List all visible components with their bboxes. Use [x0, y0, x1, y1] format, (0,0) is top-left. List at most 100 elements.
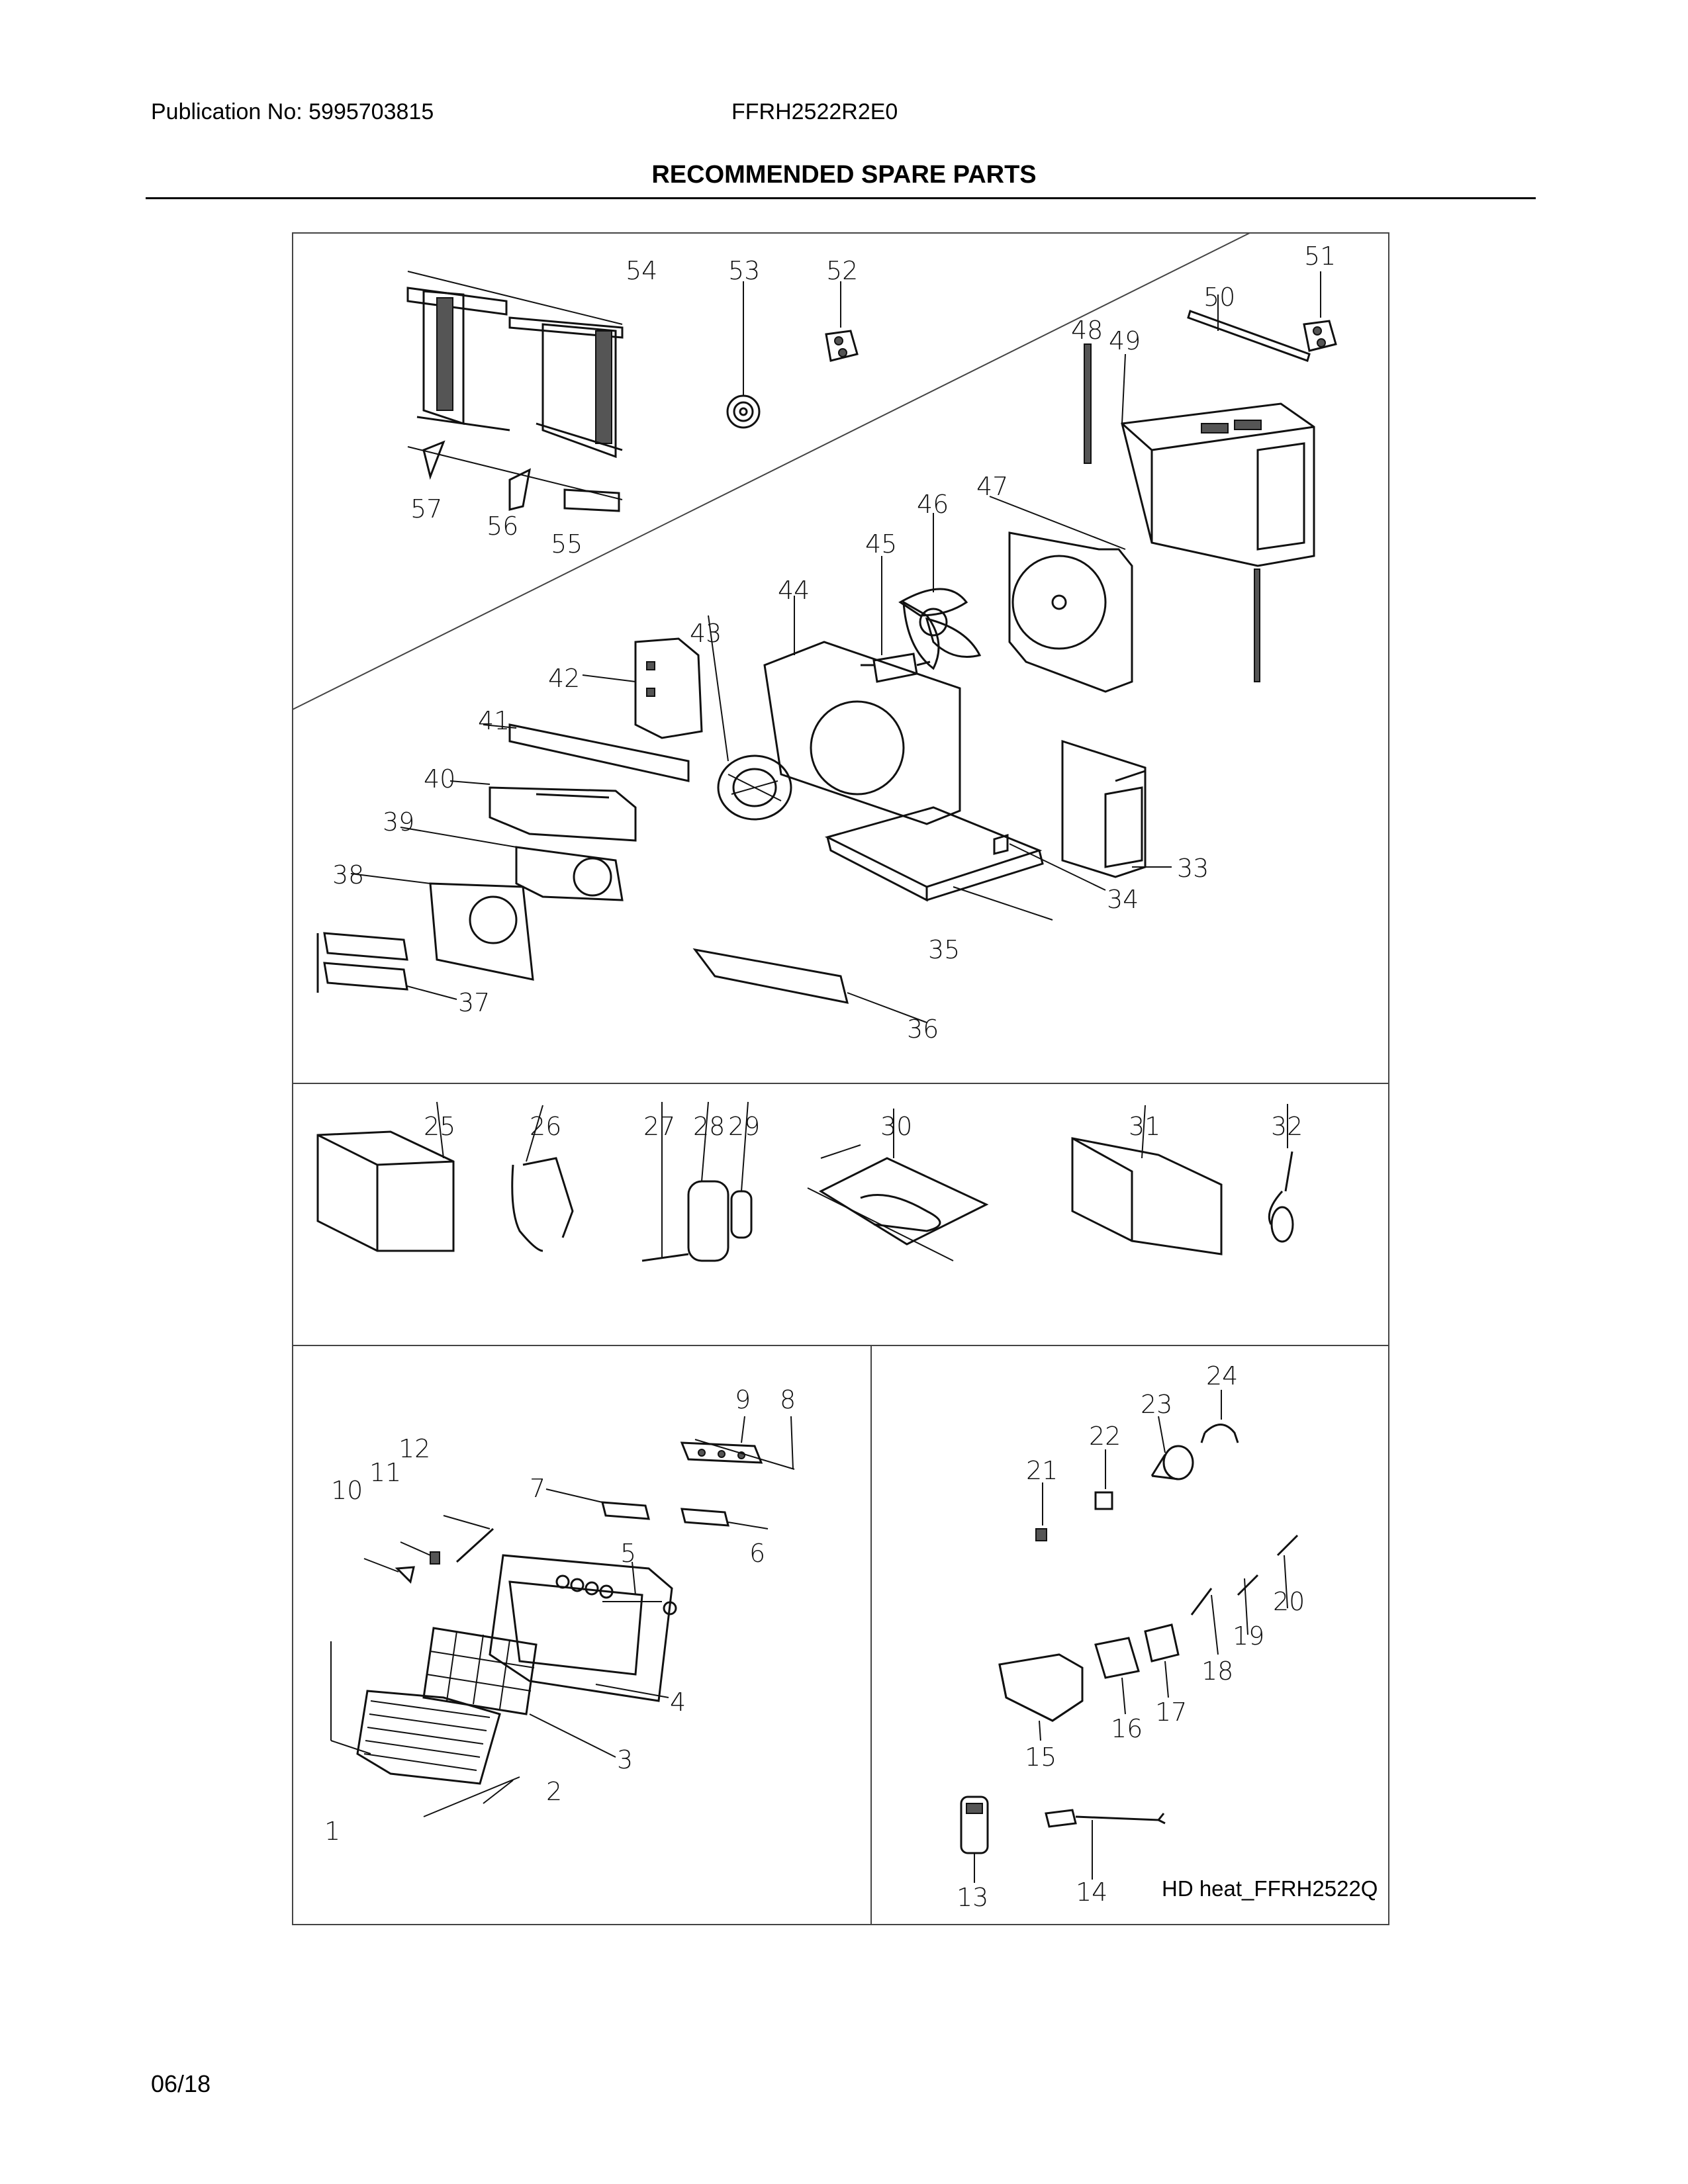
callout-13: 13	[957, 1883, 988, 1912]
callout-20: 20	[1273, 1587, 1305, 1616]
callout-4: 4	[670, 1688, 686, 1717]
switch-part	[363, 1558, 415, 1584]
callout-30: 30	[880, 1112, 912, 1141]
callout-22: 22	[1089, 1422, 1121, 1451]
air-duct	[449, 780, 637, 842]
callout-19: 19	[1233, 1621, 1264, 1651]
callout-51: 51	[1304, 242, 1336, 271]
callout-54: 54	[626, 256, 657, 285]
capacitor	[1150, 1416, 1194, 1480]
callout-47: 47	[976, 472, 1008, 501]
electrical-box	[998, 1653, 1084, 1741]
screw-part	[825, 281, 859, 362]
callout-16: 16	[1111, 1714, 1143, 1743]
callout-57: 57	[410, 494, 442, 523]
knob-shaft	[555, 1561, 677, 1615]
compressor	[642, 1102, 753, 1262]
callout-3: 3	[617, 1745, 633, 1774]
front-panel	[489, 1554, 673, 1702]
callout-5: 5	[620, 1539, 636, 1568]
clamp-part	[1200, 1390, 1239, 1443]
callout-29: 29	[728, 1112, 760, 1141]
callout-31: 31	[1129, 1112, 1160, 1141]
cover-plate	[1144, 1623, 1180, 1698]
drain-tray	[692, 948, 927, 1023]
callout-2: 2	[546, 1777, 562, 1806]
callout-33: 33	[1177, 854, 1209, 883]
callout-43: 43	[690, 619, 722, 648]
callout-1: 1	[324, 1817, 340, 1846]
blower-housing	[763, 596, 961, 825]
switch-part	[1035, 1482, 1047, 1541]
page-title: RECOMMENDED SPARE PARTS	[651, 161, 1037, 189]
callout-9: 9	[735, 1385, 751, 1414]
callout-56: 56	[487, 512, 518, 541]
callout-12: 12	[399, 1434, 430, 1463]
base-pan	[824, 806, 1053, 921]
wire-part	[443, 1515, 494, 1563]
control-board	[545, 1488, 650, 1520]
callout-37: 37	[458, 988, 490, 1017]
window-kit-panels	[406, 271, 624, 500]
callout-10: 10	[331, 1476, 363, 1505]
valve-part	[1268, 1104, 1294, 1243]
callout-35: 35	[928, 935, 960, 964]
diagram-frame	[292, 232, 1389, 1925]
callout-45: 45	[865, 529, 897, 559]
wire-harness	[1190, 1534, 1299, 1655]
mounting-bracket	[422, 440, 620, 512]
callout-36: 36	[907, 1015, 939, 1044]
callout-46: 46	[917, 490, 949, 519]
callout-8: 8	[780, 1385, 796, 1414]
callout-7: 7	[530, 1474, 545, 1503]
display-board	[680, 1508, 769, 1529]
switch-part	[400, 1541, 440, 1565]
diagram-code: HD heat_FFRH2522Q	[1162, 1876, 1378, 1901]
power-cord	[1045, 1809, 1166, 1880]
front-grille	[330, 1641, 520, 1817]
callout-23: 23	[1141, 1390, 1172, 1419]
section-divider	[292, 232, 1250, 710]
callout-25: 25	[424, 1112, 455, 1141]
callout-21: 21	[1026, 1456, 1058, 1485]
partition-panel	[400, 827, 624, 901]
pcb-part	[680, 1416, 795, 1470]
heating-element	[807, 1109, 989, 1261]
front-bulkhead	[350, 873, 534, 981]
callout-6: 6	[749, 1539, 765, 1568]
air-filter	[422, 1627, 616, 1758]
callout-28: 28	[693, 1112, 725, 1141]
condenser-coil	[1071, 1105, 1223, 1255]
model-number: FFRH2522R2E0	[731, 99, 898, 124]
sensor-part	[993, 833, 1106, 891]
callout-24: 24	[1206, 1361, 1238, 1390]
relay-part	[1094, 1449, 1113, 1510]
callout-44: 44	[778, 576, 810, 605]
publication-date: 06/18	[151, 2070, 211, 2097]
tubing-part	[511, 1105, 574, 1252]
shroud-part	[989, 496, 1133, 693]
callout-17: 17	[1155, 1698, 1187, 1727]
evaporator-coil	[316, 1101, 455, 1252]
callout-53: 53	[728, 256, 760, 285]
control-box	[1061, 739, 1172, 878]
top-panel	[483, 723, 690, 782]
callout-55: 55	[551, 529, 583, 559]
callout-18: 18	[1201, 1657, 1233, 1686]
callout-52: 52	[826, 256, 858, 285]
callout-11: 11	[369, 1458, 401, 1487]
callout-48: 48	[1071, 316, 1103, 345]
callout-41: 41	[478, 706, 510, 735]
seal-strip	[1187, 295, 1311, 362]
control-bracket	[582, 637, 703, 739]
callout-39: 39	[383, 807, 414, 837]
screw-part	[1303, 271, 1337, 352]
callout-38: 38	[332, 860, 364, 889]
callout-27: 27	[643, 1112, 675, 1141]
callout-50: 50	[1203, 283, 1235, 312]
callout-34: 34	[1107, 885, 1139, 914]
publication-number: Publication No: 5995703815	[151, 99, 434, 124]
cabinet-part	[1084, 343, 1315, 682]
remote-control	[960, 1796, 989, 1883]
electric-heater	[316, 932, 457, 1000]
